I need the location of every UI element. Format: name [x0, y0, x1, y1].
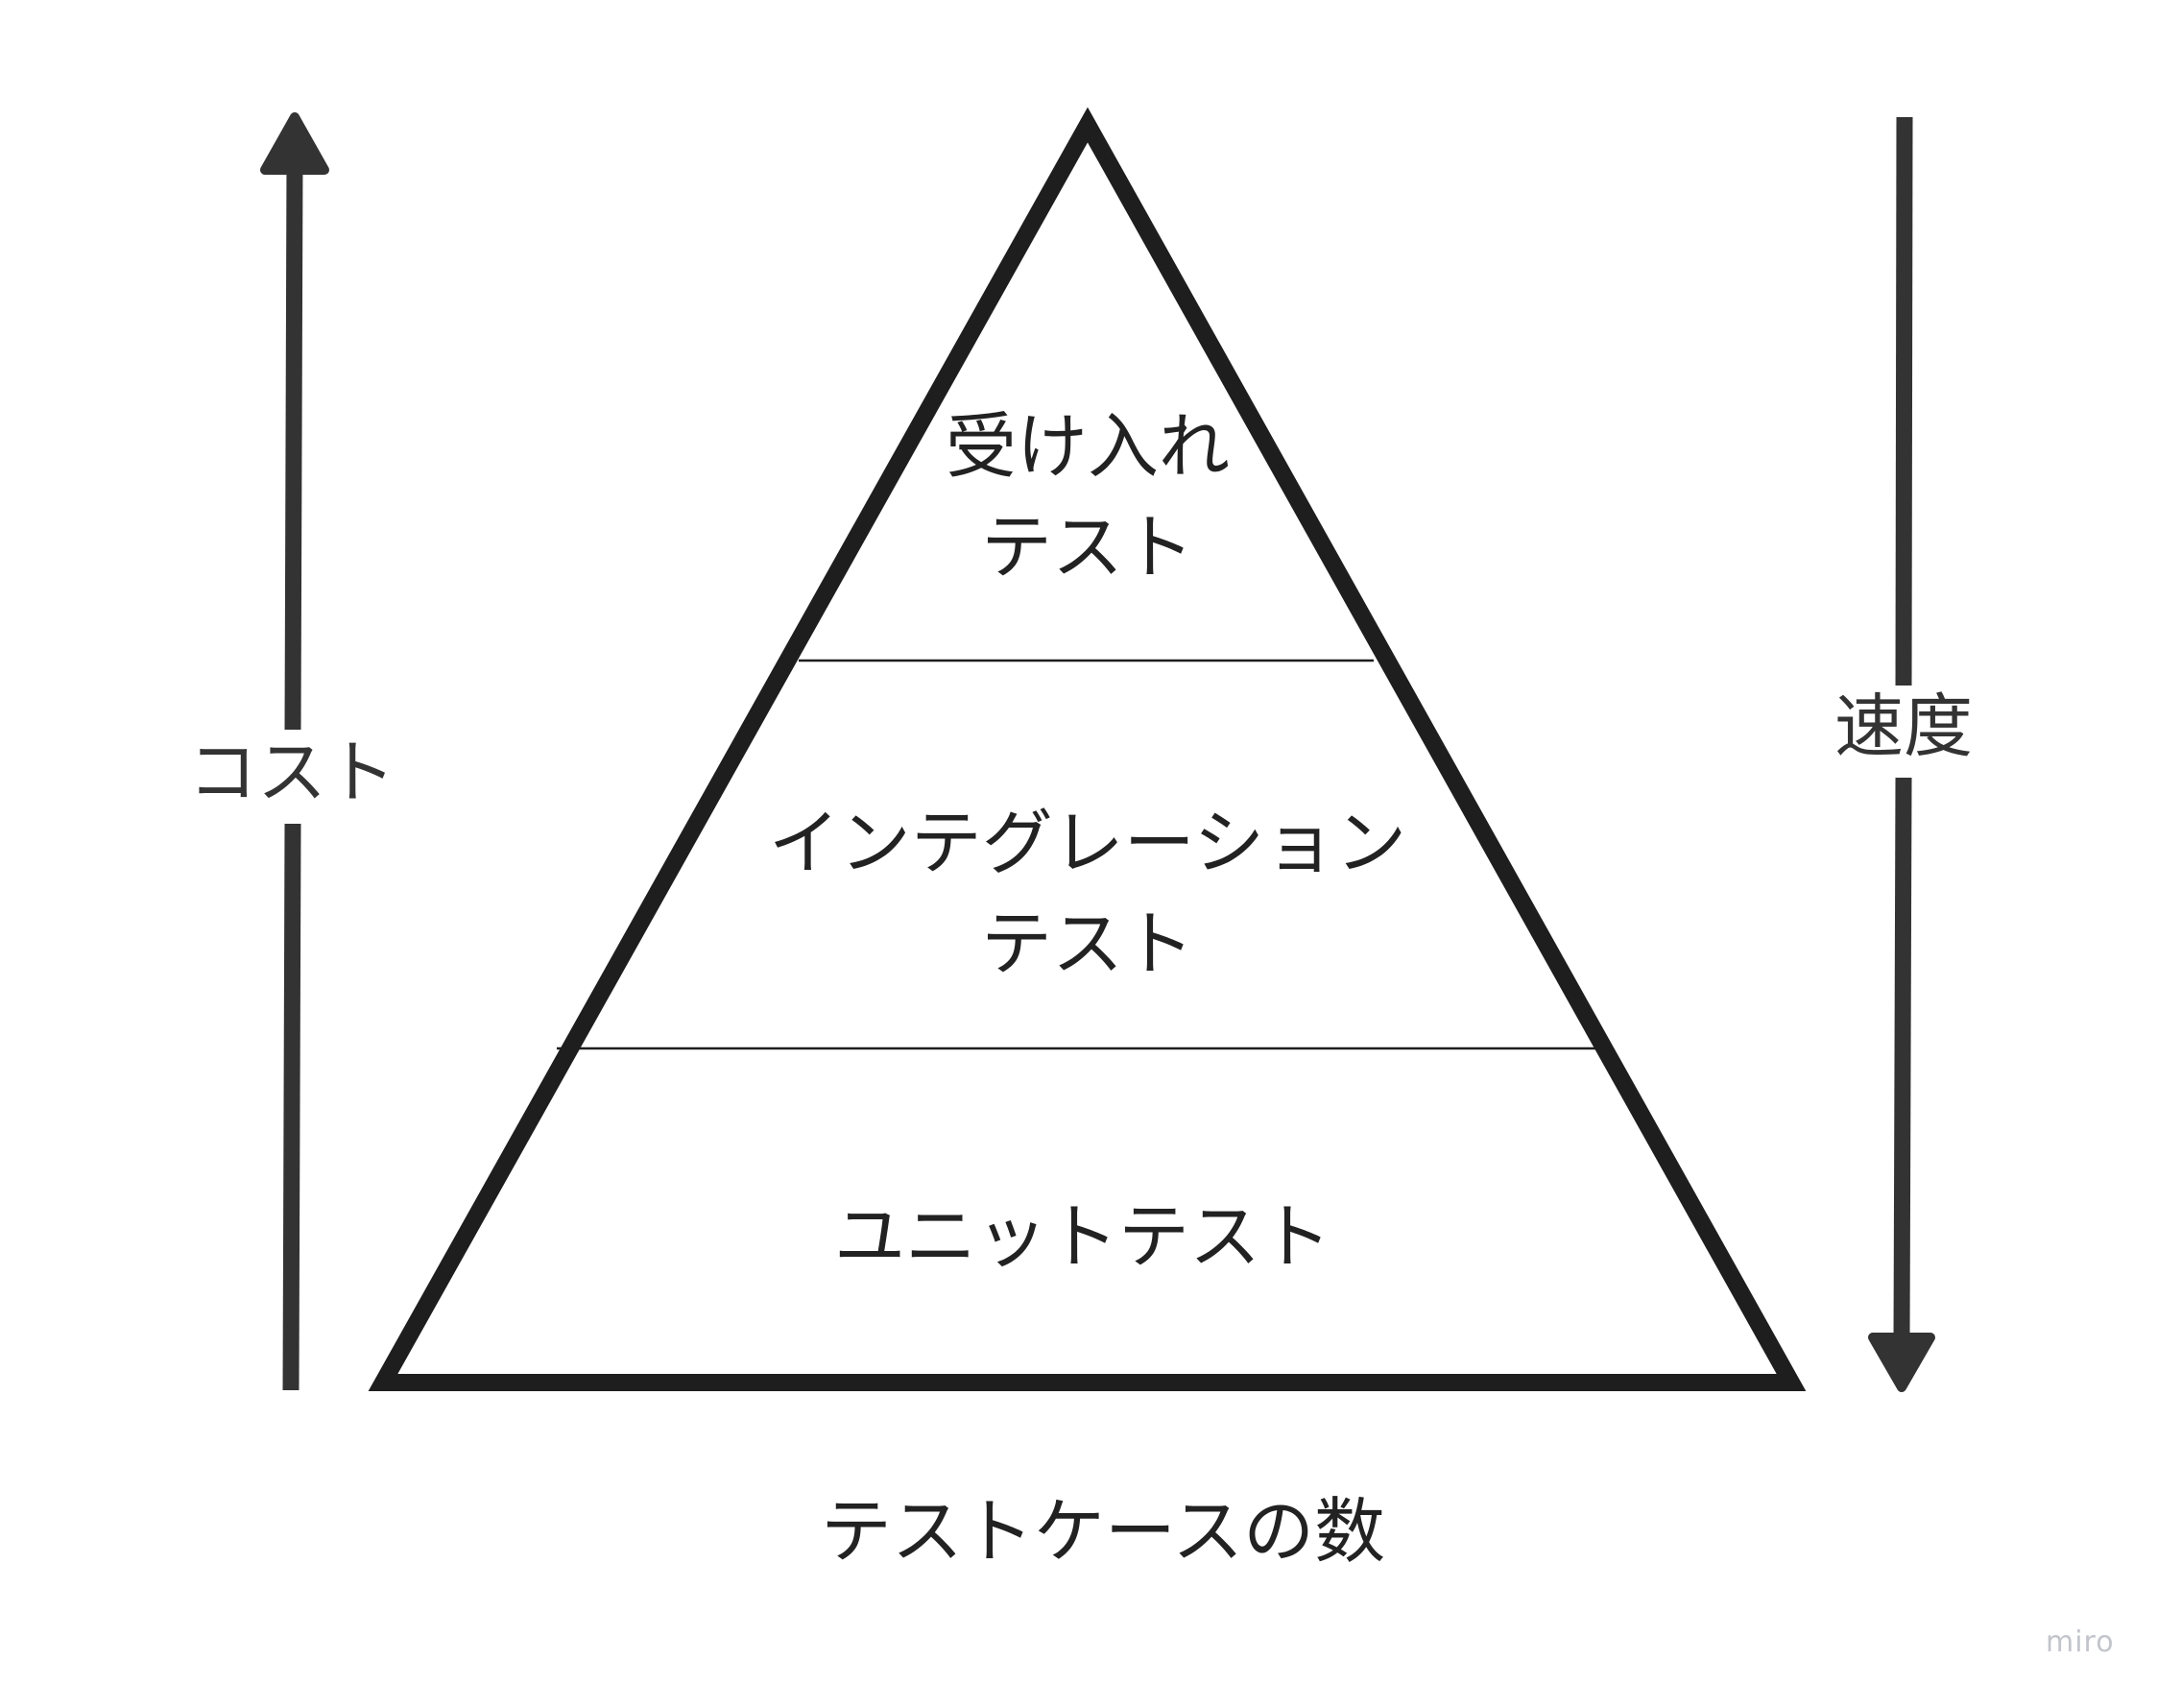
integration-test-label-line1: インテグレーション — [769, 803, 1407, 885]
cost-arrow-head-icon — [260, 112, 329, 175]
speed-arrow-shaft-upper — [1895, 116, 1913, 686]
speed-arrow-shaft-lower — [1893, 777, 1912, 1340]
test-case-count-label: テストケースの数 — [821, 1491, 1385, 1574]
integration-test-label-line2: テスト — [981, 903, 1194, 986]
cost-arrow — [260, 112, 329, 1391]
cost-arrow-shaft-lower — [282, 823, 301, 1391]
cost-arrow-shaft-upper — [284, 157, 303, 731]
pyramid-outline — [368, 107, 1807, 1391]
cost-label: コスト — [188, 733, 395, 813]
miro-watermark: miro — [2046, 1625, 2115, 1659]
acceptance-test-label-line2: テスト — [981, 507, 1194, 589]
speed-arrow-head-icon — [1868, 1333, 1935, 1392]
acceptance-test-label-line1: 受け入れ — [946, 406, 1230, 489]
unit-test-label: ユニットテスト — [834, 1196, 1331, 1279]
speed-arrow — [1868, 116, 1935, 1392]
speed-label: 速度 — [1834, 686, 1973, 767]
